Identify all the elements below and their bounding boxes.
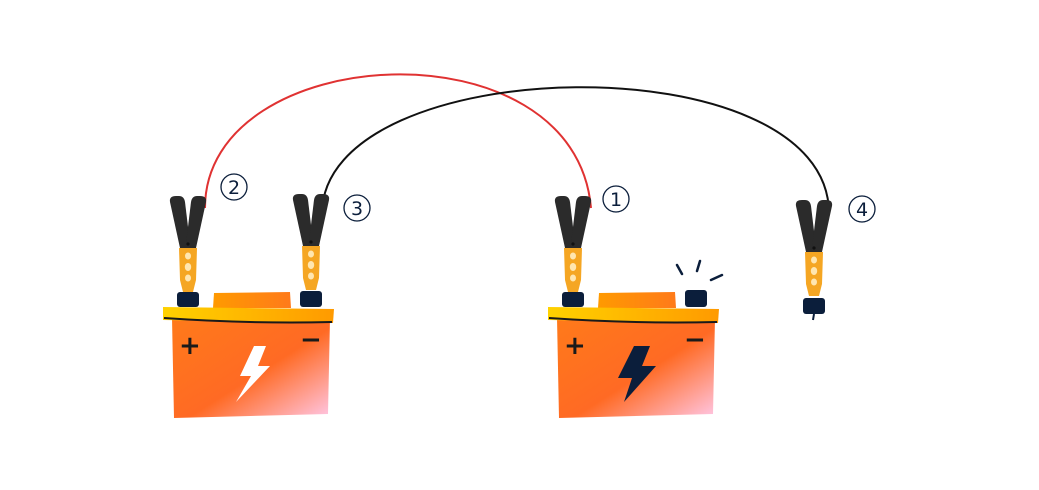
clamp-1-dead-positive xyxy=(554,196,592,292)
dead-battery-cap xyxy=(598,292,676,308)
dead-lightning-bolt-icon xyxy=(618,346,656,402)
dead-negative-terminal xyxy=(685,290,707,307)
donor-minus-sign: − xyxy=(300,325,322,355)
donor-lightning-bolt-icon xyxy=(236,346,270,402)
clamp-2-donor-positive xyxy=(169,196,207,292)
spark-lines-icon xyxy=(675,259,724,282)
donor-battery-lid xyxy=(163,307,334,323)
step-label-3: 3 xyxy=(343,194,371,222)
svg-text:1: 1 xyxy=(610,189,622,211)
dead-battery: + − xyxy=(548,259,724,418)
svg-text:3: 3 xyxy=(351,198,363,220)
clamp-4-ground xyxy=(795,200,833,321)
clamp-3-donor-negative xyxy=(292,194,330,290)
red-cable xyxy=(204,73,592,209)
dead-plus-sign: + xyxy=(564,331,586,361)
donor-battery-cap xyxy=(213,292,291,308)
svg-text:4: 4 xyxy=(856,199,868,221)
dead-battery-lid xyxy=(548,307,719,323)
black-cable xyxy=(321,86,831,215)
donor-plus-sign: + xyxy=(179,331,201,361)
step-label-2: 2 xyxy=(220,173,248,201)
donor-positive-terminal xyxy=(177,292,199,307)
step-label-4: 4 xyxy=(848,195,876,223)
dead-positive-terminal xyxy=(562,292,584,307)
donor-negative-terminal xyxy=(300,291,322,307)
svg-text:2: 2 xyxy=(228,177,240,199)
dead-minus-sign: − xyxy=(684,325,706,355)
donor-battery: + − xyxy=(163,291,334,418)
step-label-1: 1 xyxy=(602,185,630,213)
